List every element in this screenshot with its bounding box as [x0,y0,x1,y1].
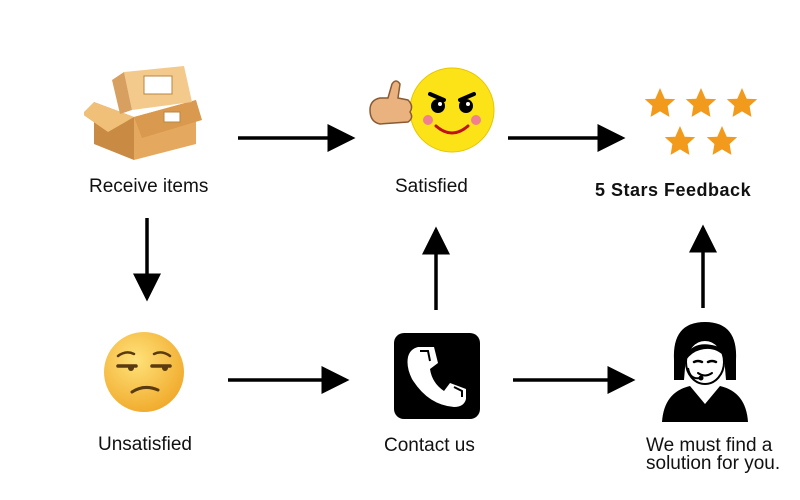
solution-label: We must find a solution for you. [646,435,781,474]
five-stars-feedback-label: 5 Stars Feedback [595,180,752,200]
unamused-face-icon [102,330,186,414]
contact-us-label: Contact us [384,435,475,456]
telephone-handset-icon [394,333,480,419]
receive-items-label: Receive items [89,176,209,197]
open-box-icon [82,62,204,162]
five-stars-icon [642,86,760,162]
satisfied-label: Satisfied [395,176,468,197]
smiley-thumbs-up-icon [366,66,496,156]
support-agent-icon [660,318,750,422]
unsatisfied-label: Unsatisfied [98,434,192,455]
